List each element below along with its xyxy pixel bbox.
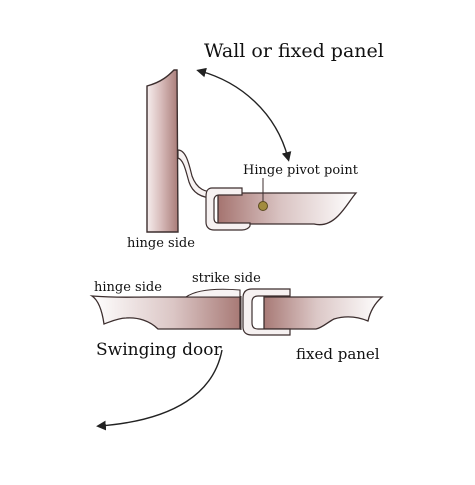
hinge-pivot-point-label: Hinge pivot point	[243, 163, 358, 178]
hinge-side-label-top: hinge side	[127, 236, 195, 251]
wall-panel	[146, 69, 179, 233]
fixed-glass-panel	[263, 296, 384, 330]
strike-side-seal	[184, 288, 241, 298]
swinging-door-panel	[89, 295, 241, 330]
wall-swing-arrow	[196, 67, 292, 162]
swinging-door-label: Swinging door	[96, 340, 222, 360]
hinge-side-label-bottom: hinge side	[94, 280, 162, 295]
wall-or-fixed-panel-label: Wall or fixed panel	[204, 40, 384, 62]
pivoting-door-panel	[217, 192, 358, 226]
strike-side-label: strike side	[192, 271, 261, 286]
fixed-panel-label: fixed panel	[296, 345, 380, 363]
door-edge-seal	[205, 187, 251, 231]
fixed-panel-channel-seal	[242, 288, 291, 336]
door-swing-arrow	[96, 349, 223, 431]
hinge-pivot-dot	[258, 201, 268, 211]
